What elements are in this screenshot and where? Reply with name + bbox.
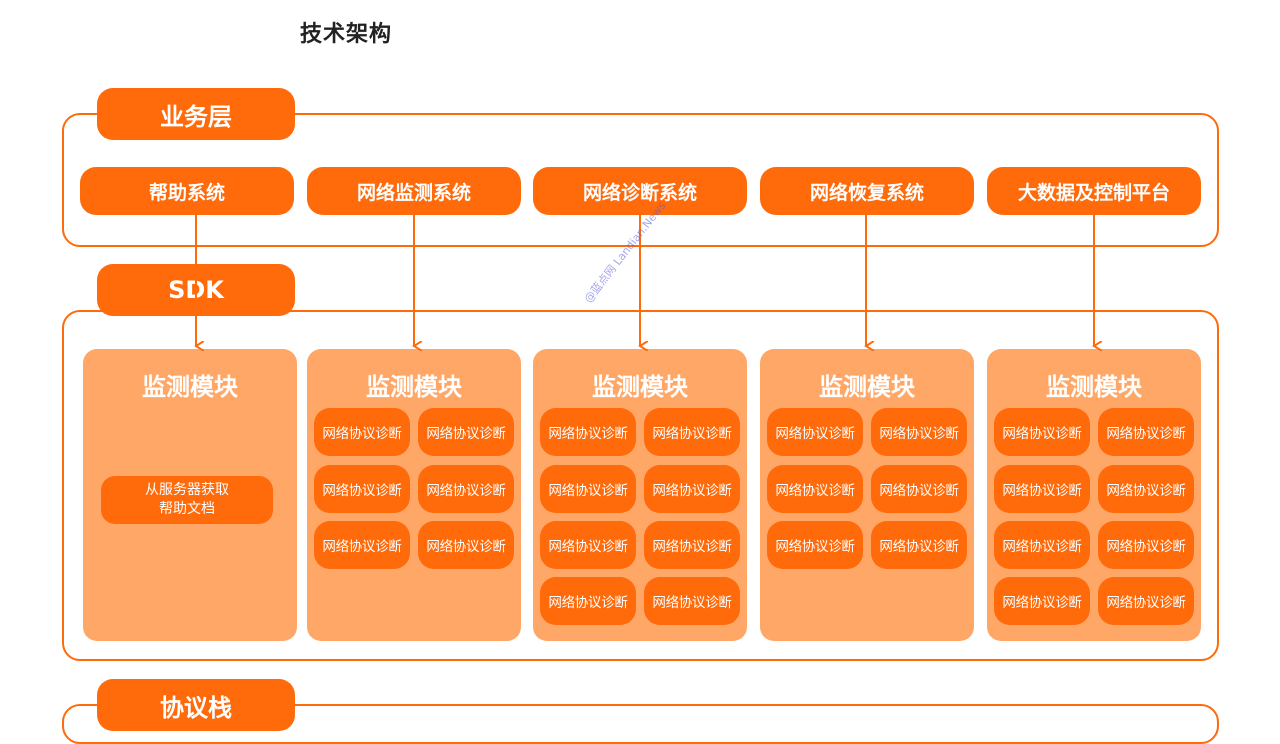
system-network-recovery[interactable]: 网络恢复系统: [760, 167, 974, 215]
module-title: 监测模块: [142, 373, 238, 401]
system-help[interactable]: 帮助系统: [80, 167, 294, 215]
sdk-layer-tab: SDK: [97, 264, 295, 316]
system-network-monitor[interactable]: 网络监测系统: [307, 167, 521, 215]
protocol-chip[interactable]: 网络协议诊断: [767, 408, 863, 456]
protocol-chip[interactable]: 网络协议诊断: [540, 521, 636, 569]
protocol-chip[interactable]: 网络协议诊断: [418, 408, 514, 456]
help-doc-chip[interactable]: 从服务器获取 帮助文档: [101, 476, 273, 524]
protocol-chip[interactable]: 网络协议诊断: [540, 465, 636, 513]
protocol-chip[interactable]: 网络协议诊断: [1098, 577, 1194, 625]
module-title: 监测模块: [592, 373, 688, 401]
protocol-chip[interactable]: 网络协议诊断: [644, 577, 740, 625]
protocol-chip[interactable]: 网络协议诊断: [994, 577, 1090, 625]
page-title: 技术架构: [300, 22, 393, 47]
protocol-chip[interactable]: 网络协议诊断: [871, 408, 967, 456]
business-layer-tab: 业务层: [97, 88, 295, 140]
protocol-chip[interactable]: 网络协议诊断: [1098, 408, 1194, 456]
module-title: 监测模块: [1046, 373, 1142, 401]
protocol-chip[interactable]: 网络协议诊断: [767, 465, 863, 513]
protocol-chip[interactable]: 网络协议诊断: [1098, 521, 1194, 569]
module-card: 监测模块 网络协议诊断 网络协议诊断 网络协议诊断 网络协议诊断 网络协议诊断 …: [760, 349, 974, 641]
protocol-chip[interactable]: 网络协议诊断: [644, 521, 740, 569]
module-card: 监测模块 网络协议诊断 网络协议诊断 网络协议诊断 网络协议诊断 网络协议诊断 …: [987, 349, 1201, 641]
protocol-chip[interactable]: 网络协议诊断: [540, 577, 636, 625]
protocol-chip[interactable]: 网络协议诊断: [418, 465, 514, 513]
protocol-chip[interactable]: 网络协议诊断: [644, 408, 740, 456]
protocol-chip[interactable]: 网络协议诊断: [871, 521, 967, 569]
system-network-diagnosis[interactable]: 网络诊断系统: [533, 167, 747, 215]
protocol-chip[interactable]: 网络协议诊断: [767, 521, 863, 569]
protocol-chip[interactable]: 网络协议诊断: [644, 465, 740, 513]
protocol-chip[interactable]: 网络协议诊断: [314, 521, 410, 569]
protocol-chip[interactable]: 网络协议诊断: [314, 465, 410, 513]
module-card: 监测模块 网络协议诊断 网络协议诊断 网络协议诊断 网络协议诊断 网络协议诊断 …: [533, 349, 747, 641]
module-card: 监测模块 网络协议诊断 网络协议诊断 网络协议诊断 网络协议诊断 网络协议诊断 …: [307, 349, 521, 641]
protocol-chip[interactable]: 网络协议诊断: [994, 408, 1090, 456]
module-title: 监测模块: [366, 373, 462, 401]
protocol-chip[interactable]: 网络协议诊断: [871, 465, 967, 513]
protocol-chip[interactable]: 网络协议诊断: [418, 521, 514, 569]
system-bigdata-control[interactable]: 大数据及控制平台: [987, 167, 1201, 215]
protocol-chip[interactable]: 网络协议诊断: [994, 521, 1090, 569]
module-card: 监测模块 从服务器获取 帮助文档: [83, 349, 297, 641]
protocol-chip[interactable]: 网络协议诊断: [314, 408, 410, 456]
module-title: 监测模块: [819, 373, 915, 401]
protocol-chip[interactable]: 网络协议诊断: [540, 408, 636, 456]
protocol-layer-tab: 协议栈: [97, 679, 295, 731]
protocol-chip[interactable]: 网络协议诊断: [1098, 465, 1194, 513]
protocol-chip[interactable]: 网络协议诊断: [994, 465, 1090, 513]
